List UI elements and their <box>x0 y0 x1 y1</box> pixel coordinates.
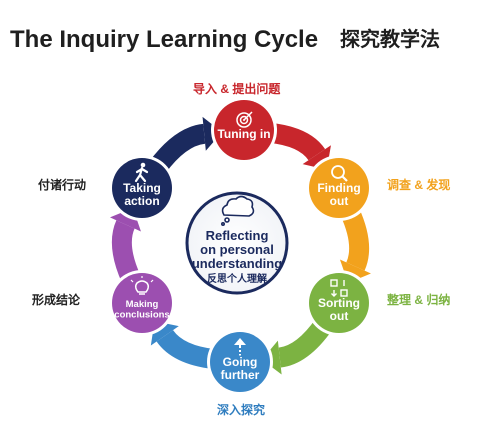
label-sorting-out-cn: 整理 & 归纳 <box>386 292 450 307</box>
stage-label-finding-out-2: out <box>330 194 349 208</box>
center-node: Reflecting on personal understanding 反思个… <box>185 191 289 295</box>
page-title-cn: 探究教学法 <box>340 27 440 51</box>
stage-label-sorting-out-1: Sorting <box>318 296 360 310</box>
stage-label-going-further-1: Going <box>223 355 258 369</box>
arrow-taking-action <box>149 123 206 174</box>
lightbulb-icon <box>130 276 154 295</box>
label-finding-out-cn: 调查 & 发现 <box>387 177 450 192</box>
stage-label-taking-action-2: action <box>124 194 159 208</box>
thought-cloud-icon <box>221 195 255 227</box>
center-line-2: on personal <box>200 242 274 257</box>
center-label-cn: 反思个人理解 <box>207 272 267 285</box>
label-tuning-in-cn: 导入 & 提出问题 <box>193 81 281 96</box>
stage-circle-tuning-in <box>214 100 274 160</box>
stage-circle-taking-action <box>112 158 172 218</box>
stage-label-taking-action-1: Taking <box>123 181 161 195</box>
stage-label-sorting-out-2: out <box>330 309 349 323</box>
stage-circle-going-further <box>210 332 270 392</box>
target-icon <box>236 111 253 128</box>
arrow-sorting-out <box>277 318 333 368</box>
label-going-further-cn: 深入探究 <box>217 402 265 417</box>
center-line-1: Reflecting <box>206 228 269 243</box>
stage-circle-sorting-out <box>309 273 369 333</box>
sort-icon <box>330 279 348 297</box>
stage-circle-finding-out <box>309 158 369 218</box>
arrow-finding-out <box>340 207 370 271</box>
stage-nodes: Tuning inFindingoutSortingoutGoingfurthe… <box>109 97 372 395</box>
arrow-making-conclusions <box>111 220 141 284</box>
label-taking-action-cn: 付诸行动 <box>38 177 86 192</box>
arrow-tuning-in <box>268 122 326 161</box>
stage-label-making-conclusions-2: conclusions <box>114 310 169 321</box>
center-circle <box>185 191 289 295</box>
stage-node-tuning-in: Tuning in <box>211 97 277 163</box>
stage-label-finding-out-1: Finding <box>317 181 360 195</box>
center-line-3: understanding <box>192 256 282 271</box>
walking-person-icon <box>134 162 149 183</box>
stage-circle-making-conclusions <box>112 273 172 333</box>
magnifier-icon <box>331 165 348 182</box>
stage-label-going-further-2: further <box>221 368 260 382</box>
label-making-conclusions-cn: 形成结论 <box>32 292 81 307</box>
stage-label-making-conclusions-1: Making <box>126 299 159 310</box>
page-title: The Inquiry Learning Cycle <box>10 26 318 53</box>
arrow-going-further <box>156 329 216 370</box>
stage-label-tuning-in-1: Tuning in <box>217 127 270 141</box>
arrow-up-icon <box>234 338 246 356</box>
